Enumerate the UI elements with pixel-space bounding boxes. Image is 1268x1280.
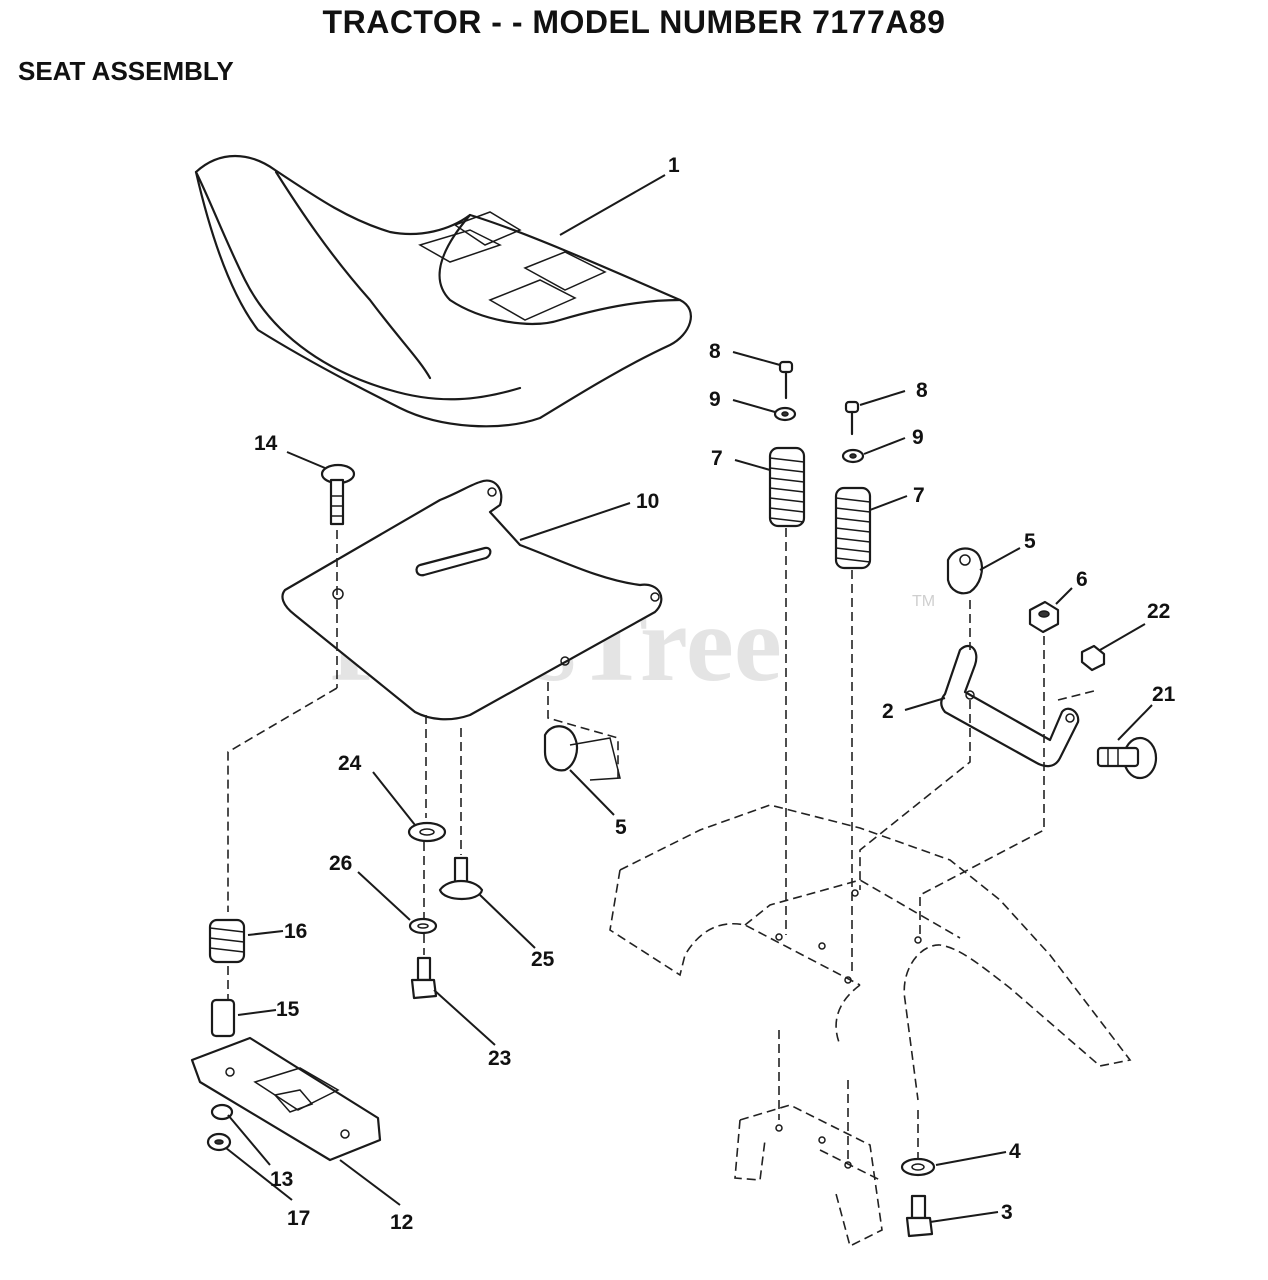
watermark-tm: TM <box>912 593 935 610</box>
callout-3: 3 <box>1001 1201 1013 1224</box>
bracket-right-part <box>940 644 1080 768</box>
callout-2: 2 <box>882 700 894 723</box>
alignment-lines <box>227 528 1099 1160</box>
knob-lower-part <box>543 725 621 781</box>
knob-upper-part <box>946 547 984 595</box>
nuts-and-bolt-part <box>1028 600 1158 780</box>
callout-6: 6 <box>1076 568 1088 591</box>
pivot-bracket-part <box>190 918 382 1162</box>
section-title: SEAT ASSEMBLY <box>18 56 234 86</box>
callout-7b: 7 <box>913 484 925 507</box>
spring-left-part <box>768 446 806 528</box>
callout-22: 22 <box>1147 600 1170 623</box>
tractor-frame-outline <box>609 804 1132 1248</box>
frame-washer-bolt-part <box>900 1157 936 1238</box>
carriage-bolt-part <box>320 463 356 526</box>
callout-13: 13 <box>270 1168 293 1191</box>
callout-16: 16 <box>284 920 307 943</box>
seat-part <box>194 154 692 428</box>
leader-lines <box>225 174 1153 1223</box>
callout-23: 23 <box>488 1047 511 1070</box>
callout-1: 1 <box>668 154 680 177</box>
callout-7a: 7 <box>711 447 723 470</box>
callout-8a: 8 <box>709 340 721 363</box>
callout-21: 21 <box>1152 683 1176 706</box>
callout-4: 4 <box>1009 1140 1021 1163</box>
callout-5b: 5 <box>615 816 627 839</box>
callout-10: 10 <box>636 490 659 513</box>
callout-9b: 9 <box>912 426 924 449</box>
callout-26: 26 <box>329 852 352 875</box>
callout-14: 14 <box>254 432 278 455</box>
callout-8b: 8 <box>916 379 928 402</box>
callout-15: 15 <box>276 998 300 1021</box>
clevis-pins-part <box>773 360 865 464</box>
callout-9a: 9 <box>709 388 721 411</box>
callout-25: 25 <box>531 948 555 971</box>
callout-5a: 5 <box>1024 530 1036 553</box>
spring-right-part <box>834 486 872 570</box>
callout-labels: 1 8 9 8 9 7 7 14 10 5 6 22 2 21 24 5 26 … <box>254 154 1176 1234</box>
callout-24: 24 <box>338 752 362 775</box>
washers-and-bolts-part <box>407 821 484 1000</box>
callout-12: 12 <box>390 1211 413 1234</box>
callout-17: 17 <box>287 1207 310 1230</box>
page-title: TRACTOR - - MODEL NUMBER 7177A89 <box>322 4 946 40</box>
seat-pan-part <box>281 479 663 721</box>
